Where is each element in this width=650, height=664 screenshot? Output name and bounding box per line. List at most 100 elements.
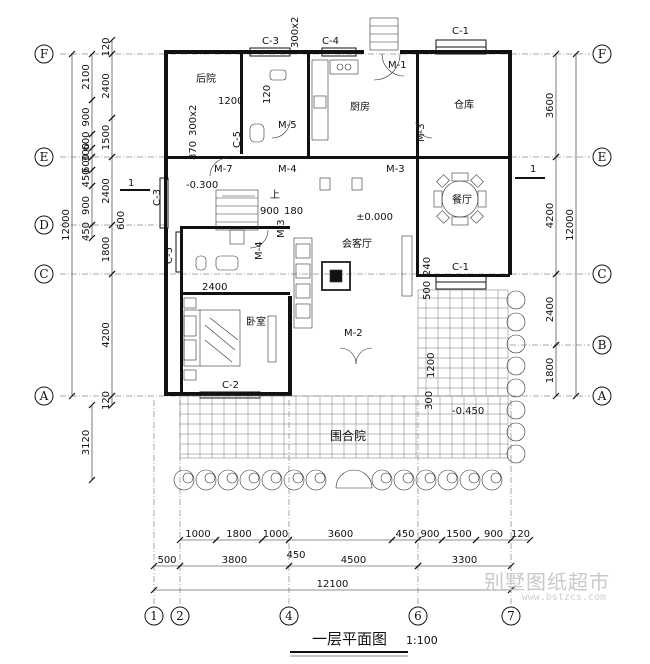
right-dim-2-tick (552, 270, 560, 278)
bush (261, 469, 283, 491)
bush (468, 472, 480, 484)
label-c5a: C-5 (232, 131, 243, 148)
axis-bubble-a (34, 386, 54, 406)
dim-300x2-left: 300x2 (188, 105, 199, 136)
bush (506, 444, 526, 464)
bottom-total-dim: 12100 (317, 579, 349, 590)
bottom-total-dim-tick (150, 586, 158, 594)
axis-label-a: A (39, 389, 49, 403)
bottom-dim-1: 1800 (226, 529, 251, 540)
axis-bubble-c (34, 264, 54, 284)
label-m1: M-1 (388, 60, 407, 71)
axis-label-b: B (598, 338, 607, 352)
bottom-row2-dim-2: 4500 (341, 555, 366, 566)
axis-label-2: 2 (176, 609, 184, 623)
left-bottom-dim-tick (88, 476, 96, 484)
bush (393, 469, 415, 491)
bush (204, 472, 216, 484)
axis-label-e: E (598, 150, 607, 164)
level-zero: ±0.000 (356, 212, 393, 223)
label-c3-top: C-3 (262, 36, 279, 47)
bush (248, 472, 260, 484)
section-mark-right: 1 (530, 164, 536, 175)
bush (459, 469, 481, 491)
bottom-dim-8: 120 (511, 529, 530, 540)
label-m3a: M-3 (416, 123, 427, 142)
axis-label-f: F (40, 47, 48, 61)
bottom-dim-1-tick (212, 536, 220, 544)
axis-label-1: 1 (150, 609, 158, 623)
left-outer-dim-4: 1800 (101, 237, 112, 262)
watermark-text: 别墅图纸超市 (484, 570, 610, 594)
axis-bubble-6 (408, 606, 428, 626)
watermark-url: www.bstzcs.com (521, 592, 606, 603)
bottom-dim-7-tick (472, 536, 480, 544)
bathroom-fixtures (195, 69, 287, 271)
bottom-row2-dim-1: 3800 (222, 555, 247, 566)
right-dim-2: 2400 (545, 297, 556, 322)
axis-bubble-4 (279, 606, 299, 626)
right-dim-0-tick (552, 50, 560, 58)
left-outer-dim-2: 1500 (101, 125, 112, 150)
left-total-dim-tick (68, 392, 76, 400)
right-total-dim: 12000 (565, 209, 576, 241)
left-inner-dim-1-tick (88, 96, 96, 104)
level-minus-300: -0.300 (186, 180, 218, 191)
label-c2: C-2 (222, 380, 239, 391)
bottom-dim-2-tick (258, 536, 266, 544)
bush (446, 472, 458, 484)
bush (182, 472, 194, 484)
label-c4: C-4 (322, 36, 339, 47)
bottom-dim-2: 1000 (263, 529, 288, 540)
left-outer-dim-3: 2400 (101, 178, 112, 203)
left-outer-dim-1-tick (108, 50, 116, 58)
level-minus-450: -0.450 (452, 406, 484, 417)
left-inner-dim-3: 300 (81, 143, 92, 162)
bottom-row2-dim-0-tick (150, 562, 158, 570)
doors (209, 53, 433, 365)
bed (183, 297, 277, 381)
left-inner-dim-6: 900 (81, 196, 92, 215)
axis-label-6: 6 (414, 609, 422, 623)
left-inner-dim-7: 450 (81, 222, 92, 241)
axis-label-f: F (598, 47, 606, 61)
right-dim-3-tick (552, 392, 560, 400)
label-m3c: M-3 (276, 219, 287, 238)
walls (164, 50, 512, 396)
axis-label-c: C (597, 267, 606, 281)
room-labels: 后院 厨房 仓库 餐厅 会客厅 卧室 围合院 (196, 72, 474, 443)
garden-bushes (173, 290, 526, 491)
right-dim-3-tick (552, 341, 560, 349)
gate (335, 469, 373, 489)
axis-bubble-1 (144, 606, 164, 626)
dim-120: 120 (262, 85, 273, 104)
dim-1200b: 1200 (426, 353, 437, 378)
label-c1-top: C-1 (452, 26, 469, 37)
kitchen-counter (311, 59, 359, 141)
label-c1-right: C-1 (452, 262, 469, 273)
bush (239, 469, 261, 491)
bush (506, 312, 526, 332)
element-labels: C-3 C-4 C-1 M-1 M-5 M-3 M-7 M-4 M-3 C-3 … (116, 17, 484, 417)
axis-bubble-7 (501, 606, 521, 626)
left-total-dim-tick (68, 50, 76, 58)
left-outer-dim-2-tick (108, 114, 116, 122)
right-total-dim-tick (572, 392, 580, 400)
bottom-row2-dim-0: 500 (157, 555, 176, 566)
title-scale: 1:100 (406, 634, 438, 647)
left-outer-dim-1: 2400 (101, 73, 112, 98)
dim-870: 870 (188, 141, 199, 160)
bottom-dim-0: 1000 (185, 529, 210, 540)
label-m3b: M-3 (386, 164, 405, 175)
left-outer-dim-3-tick (108, 153, 116, 161)
left-inner-dim-0: 2100 (81, 64, 92, 89)
label-up: 上 (270, 189, 280, 201)
bottom-dim-3-tick (285, 536, 293, 544)
room-bedroom: 卧室 (246, 315, 266, 328)
axis-label-a: A (597, 389, 607, 403)
axis-bubble-f (592, 44, 612, 64)
